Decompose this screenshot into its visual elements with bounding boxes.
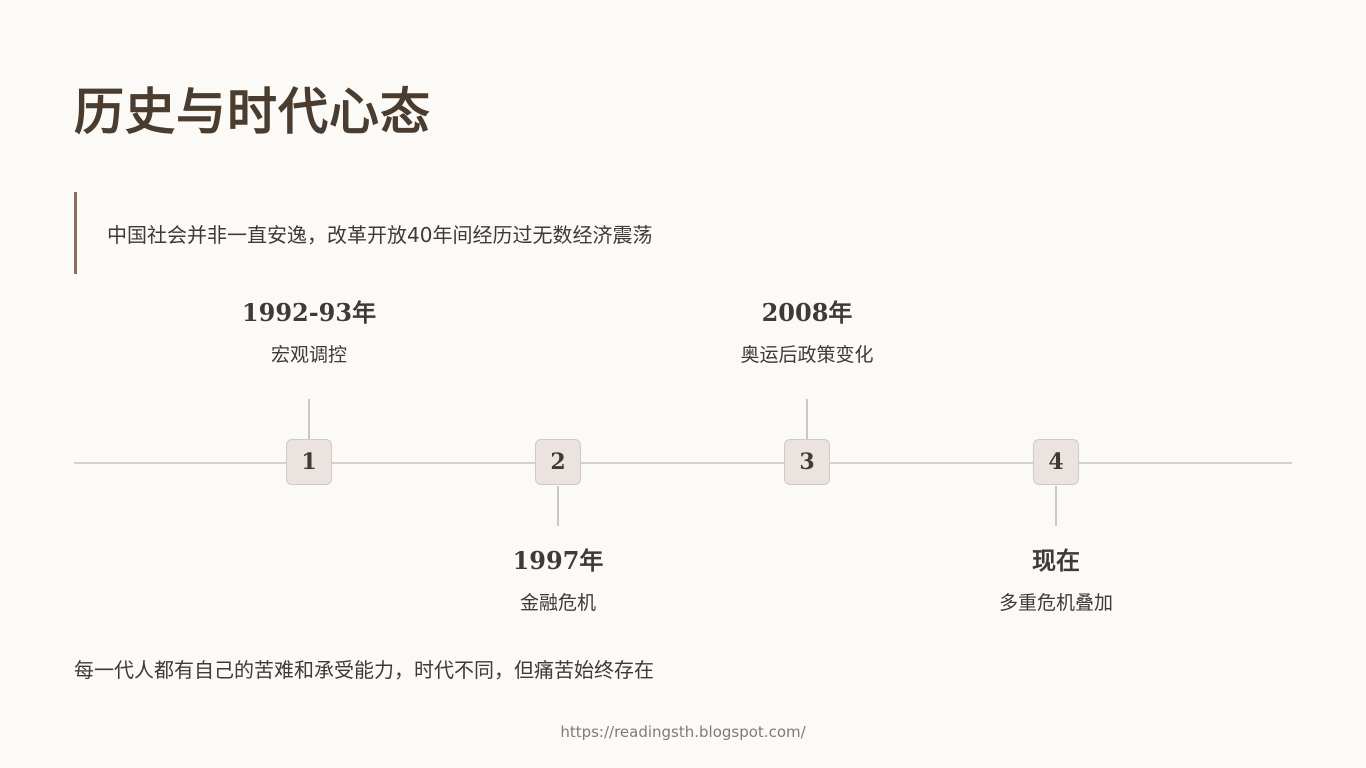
timeline-node-2: 2: [535, 439, 581, 485]
timeline-event-2: 1997年 金融危机: [428, 544, 688, 615]
closing-text: 每一代人都有自己的苦难和承受能力，时代不同，但痛苦始终存在: [74, 658, 654, 682]
page-title: 历史与时代心态: [74, 83, 431, 141]
timeline-stem-2: [557, 486, 559, 526]
timeline-desc: 宏观调控: [270, 343, 347, 366]
timeline-year: 1992-93年: [241, 298, 377, 327]
timeline-desc: 多重危机叠加: [998, 591, 1113, 614]
footer-url[interactable]: https://readingsth.blogspot.com/: [560, 723, 806, 741]
timeline-desc: 奥运后政策变化: [740, 343, 874, 366]
quote-block: 中国社会并非一直安逸，改革开放40年间经历过无数经济震荡: [74, 192, 652, 274]
timeline-desc: 金融危机: [519, 591, 596, 614]
quote-text: 中国社会并非一直安逸，改革开放40年间经历过无数经济震荡: [107, 222, 653, 247]
timeline-stem-4: [1055, 486, 1057, 526]
timeline-axis: [74, 462, 1292, 464]
timeline-stem-1: [308, 399, 310, 439]
timeline-year: 现在: [1032, 546, 1080, 575]
timeline-event-4: 现在 多重危机叠加: [926, 544, 1186, 615]
timeline-node-4: 4: [1033, 439, 1079, 485]
timeline-year: 2008年: [761, 298, 853, 327]
timeline-node-3: 3: [784, 439, 830, 485]
timeline-event-1: 1992-93年 宏观调控: [179, 296, 439, 367]
timeline-stem-3: [806, 399, 808, 439]
timeline-event-3: 2008年 奥运后政策变化: [677, 296, 937, 367]
timeline: 1 1992-93年 宏观调控 2 1997年 金融危机 3 2008年 奥运后…: [74, 298, 1292, 640]
timeline-year: 1997年: [512, 546, 604, 575]
timeline-node-1: 1: [286, 439, 332, 485]
